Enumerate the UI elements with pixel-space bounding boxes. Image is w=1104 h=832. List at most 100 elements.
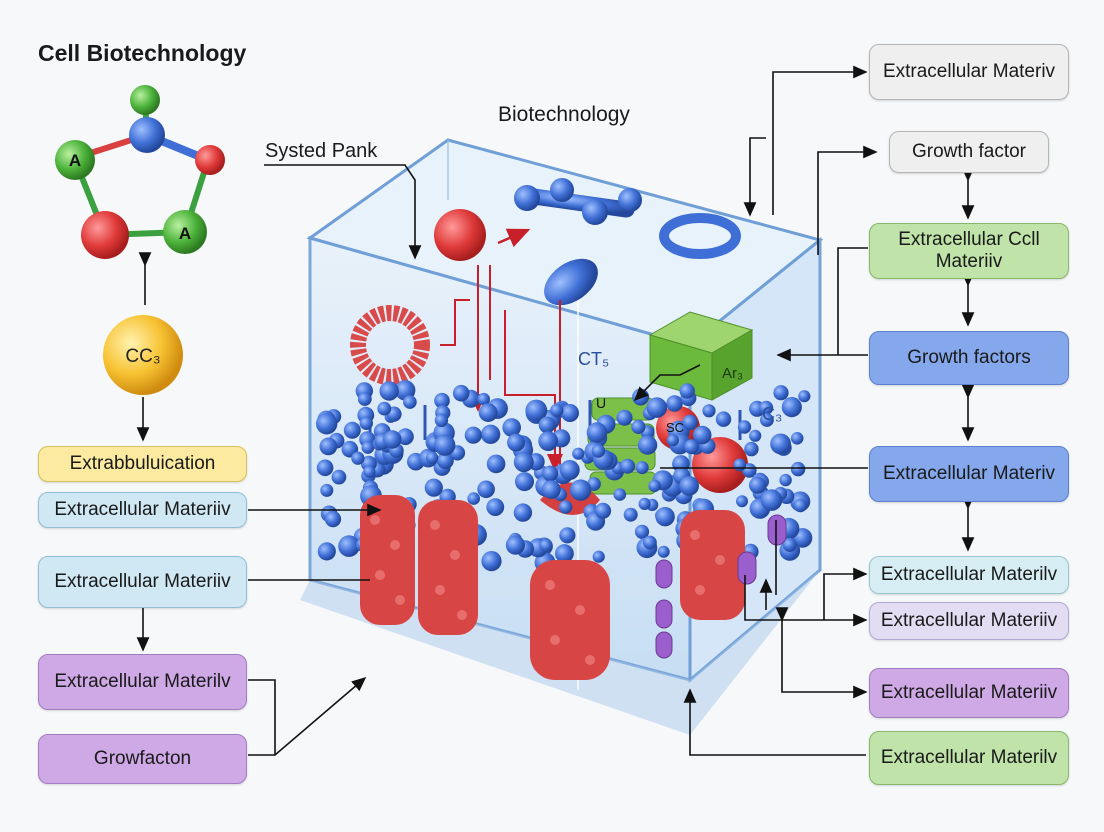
green-block (648, 311, 754, 401)
cts-label: CT₅ (578, 349, 609, 369)
blue-bead (749, 476, 767, 494)
blue-bead (434, 413, 449, 427)
blue-bead (403, 395, 417, 409)
blue-bead (486, 498, 505, 516)
blue-bead (779, 473, 792, 487)
blue-bead (770, 433, 791, 455)
blue-bead (363, 465, 376, 478)
pointer-label: Systed Pank (265, 140, 378, 162)
right-box-8: Extracellular Materiiv (869, 668, 1069, 718)
blue-bead (351, 451, 365, 465)
blue-bead (559, 527, 576, 544)
left-box-2: Extracellular Materiiv (38, 492, 247, 528)
blue-bead (478, 403, 498, 422)
blue-bead (592, 550, 605, 563)
blue-bead (513, 503, 533, 522)
blue-bead (561, 404, 579, 422)
blue-bead (477, 480, 495, 499)
center-title: Biotechnology (498, 103, 630, 126)
blue-bead (736, 495, 748, 508)
left-box-4: Extracellular Materilv (38, 654, 247, 710)
blue-bead (782, 537, 797, 552)
left-box-1: Extrabbuluication (38, 446, 247, 482)
red-atom-small (195, 145, 225, 175)
right-box-1: Extracellular Materiv (869, 44, 1069, 100)
blue-bead (666, 434, 680, 447)
blue-bead (550, 403, 564, 417)
blue-bead (317, 542, 336, 561)
blue-bead (798, 390, 811, 403)
right-box-2: Growth factor (889, 131, 1049, 173)
blue-bead (692, 425, 712, 445)
blue-bead (425, 451, 439, 464)
sc-label: SC (666, 420, 684, 435)
red-sphere (434, 209, 486, 261)
right-box-6: Extracellular Materilv (869, 556, 1069, 594)
blue-bead (555, 544, 574, 563)
blue-bead (637, 435, 658, 455)
blue-bead (542, 465, 559, 482)
blue-bead (477, 392, 491, 406)
blue-atom (129, 117, 165, 153)
atom-a1 (55, 140, 95, 180)
atom-a2 (163, 210, 207, 254)
blue-bead (631, 419, 646, 434)
blue-bead (594, 502, 612, 519)
blue-bead (620, 458, 636, 474)
blue-bead (635, 461, 649, 475)
blue-bead (343, 421, 361, 439)
blue-bead (541, 480, 561, 499)
blue-bead (572, 447, 585, 460)
cc-sphere-label: CC₃ (125, 346, 160, 367)
blue-bead (632, 388, 650, 406)
blue-bead (759, 400, 774, 415)
blue-bead (486, 454, 506, 474)
blue-bead (737, 420, 752, 434)
blue-bead (559, 460, 580, 480)
c3-label: C₃ (762, 404, 782, 424)
blue-dumbbell (514, 178, 642, 225)
right-box-9: Extracellular Materilv (869, 731, 1069, 785)
arlg-label: Ar₃ (722, 365, 743, 382)
blue-bead (361, 441, 375, 454)
blue-bead (507, 433, 526, 452)
blue-bead (338, 535, 360, 557)
blue-bead (744, 441, 759, 457)
blue-bead (613, 488, 627, 501)
blue-bead (790, 432, 804, 445)
blue-disc (544, 258, 598, 306)
blue-bead (558, 500, 573, 514)
blue-bead (638, 497, 651, 510)
blue-bead (648, 479, 661, 493)
blue-bead (760, 413, 774, 427)
blue-bead (715, 411, 732, 427)
blue-bead (467, 492, 481, 505)
blue-bead (525, 399, 548, 422)
blue-bead (424, 478, 443, 497)
blue-bead (569, 479, 592, 501)
u-label: U (596, 395, 606, 411)
blue-bead (515, 472, 534, 492)
blue-bead (319, 437, 338, 456)
left-box-3: Extracellular Materiiv (38, 556, 247, 608)
blue-bead (434, 392, 450, 409)
blue-bead (320, 483, 334, 497)
blue-bead (502, 418, 521, 437)
blue-bead (657, 545, 670, 558)
atom-a1-label: A (69, 151, 81, 170)
blue-bead (616, 409, 633, 426)
purple-capsules (655, 514, 787, 659)
blue-bead (331, 469, 347, 485)
blue-bead (316, 459, 334, 477)
green-atom (130, 85, 160, 115)
blue-bead (773, 385, 789, 401)
blue-bead (793, 498, 808, 513)
blue-bead (679, 476, 699, 496)
page-title: Cell Biotechnology (38, 40, 247, 66)
blue-bead (357, 392, 372, 406)
blue-bead (538, 431, 559, 451)
red-ring (350, 305, 430, 385)
blue-bead (452, 384, 470, 402)
blue-bead (623, 507, 638, 522)
blue-bead (655, 507, 675, 527)
